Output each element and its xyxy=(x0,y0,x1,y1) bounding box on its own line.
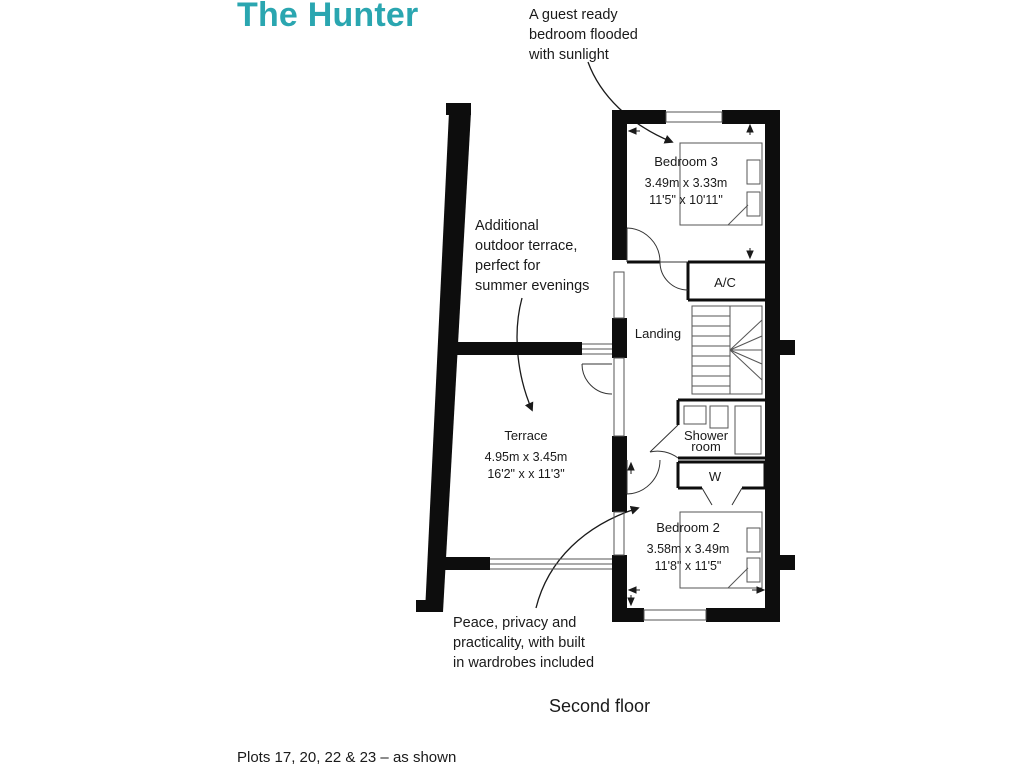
building-walls xyxy=(612,110,795,622)
terrace-top-cap xyxy=(446,103,471,115)
wall xyxy=(612,608,644,622)
bedroom2-metric: 3.58m x 3.49m xyxy=(647,542,730,556)
door-swing xyxy=(659,261,689,291)
wall xyxy=(612,555,627,622)
toilet xyxy=(709,405,729,429)
annotation-line: Peace, privacy and xyxy=(453,615,577,631)
bedroom2-furniture xyxy=(679,511,763,589)
shower-room-name: Shower xyxy=(684,428,729,443)
wall xyxy=(612,460,627,512)
terrace-metric: 4.95m x 3.45m xyxy=(485,450,568,464)
dimension-arrow xyxy=(746,123,754,135)
pillow xyxy=(746,557,761,583)
door-swing xyxy=(701,487,743,506)
door-swing xyxy=(626,227,661,263)
shower-fittings xyxy=(683,405,762,455)
dimension-arrows xyxy=(627,123,766,607)
terrace-bottom-cap xyxy=(416,600,442,612)
annotation-line: with sunlight xyxy=(529,47,609,63)
annotation-line: practicality, with built xyxy=(453,635,585,651)
bedroom2-imperial: 11'8" x 11'5" xyxy=(655,559,722,573)
windows xyxy=(613,111,723,621)
ac-label: A/C xyxy=(714,275,736,290)
floor-caption: Second floor xyxy=(549,696,651,716)
wall xyxy=(612,436,627,460)
wall xyxy=(706,608,780,622)
annotation-line: perfect for xyxy=(475,258,541,274)
dimension-arrow xyxy=(746,248,754,260)
window xyxy=(643,609,707,621)
bedroom3-metric: 3.49m x 3.33m xyxy=(645,176,728,190)
bedroom2-annotation: Peace, privacy and practicality, with bu… xyxy=(453,613,594,673)
annotation-line: summer evenings xyxy=(475,278,590,294)
wall xyxy=(612,318,627,358)
bedroom3-furniture xyxy=(679,142,763,226)
pillow xyxy=(746,159,761,185)
window xyxy=(613,511,625,556)
annotation-arrow xyxy=(535,505,640,609)
terrace-bottom-wall xyxy=(440,557,490,570)
plots-note: Plots 17, 20, 22 & 23 – as shown xyxy=(237,749,457,766)
landing-label: Landing xyxy=(635,326,681,341)
shower-tray xyxy=(734,405,762,455)
wall xyxy=(765,110,780,622)
terrace-glazing xyxy=(490,343,614,570)
window xyxy=(665,111,723,123)
wall xyxy=(780,555,795,570)
window xyxy=(613,271,625,319)
annotation-arrow xyxy=(516,297,534,412)
basin xyxy=(683,405,707,425)
bedroom2-name: Bedroom 2 xyxy=(656,520,720,535)
terrace-angled-wall xyxy=(425,112,471,612)
terrace-divider-wall xyxy=(456,342,582,355)
annotation-arrow xyxy=(587,61,674,144)
annotation-line: outdoor terrace, xyxy=(475,238,578,254)
bedroom3-name: Bedroom 3 xyxy=(654,154,718,169)
annotation-line: bedroom flooded xyxy=(529,27,638,43)
room-labels: Bedroom 3 3.49m x 3.33m 11'5" x 10'11" A… xyxy=(485,154,736,573)
staircase xyxy=(691,305,763,395)
door-swing xyxy=(649,424,679,459)
annotation-line: in wardrobes included xyxy=(453,655,595,671)
window xyxy=(613,357,625,437)
terrace-annotation: Additional outdoor terrace, perfect for … xyxy=(475,216,589,296)
terrace-name: Terrace xyxy=(504,428,547,443)
door-swings xyxy=(581,227,743,506)
internal-partitions xyxy=(627,260,767,490)
plan-title: The Hunter xyxy=(237,0,419,34)
bedroom3-imperial: 11'5" x 10'11" xyxy=(649,193,723,207)
wall xyxy=(722,110,778,124)
shower-room-name: room xyxy=(691,439,721,454)
wall xyxy=(780,340,795,355)
bedroom3-annotation: A guest ready bedroom flooded with sunli… xyxy=(529,5,638,65)
wardrobe-label: W xyxy=(709,469,722,484)
pillow xyxy=(746,191,761,217)
terrace-imperial: 16'2" x x 11'3" xyxy=(487,467,564,481)
dimension-arrow xyxy=(752,586,766,594)
annotation-line: Additional xyxy=(475,218,539,234)
dimension-arrow xyxy=(627,461,635,474)
wall xyxy=(612,110,627,260)
pillow xyxy=(746,527,761,553)
door-swing xyxy=(626,459,661,495)
dimension-arrow xyxy=(627,127,640,135)
annotation-line: A guest ready xyxy=(529,7,618,23)
dimension-arrow xyxy=(627,586,640,594)
terrace-walls xyxy=(416,103,582,612)
bed xyxy=(679,511,763,589)
bed xyxy=(679,142,763,226)
dimension-arrow xyxy=(627,595,635,607)
door-swing xyxy=(581,363,613,395)
